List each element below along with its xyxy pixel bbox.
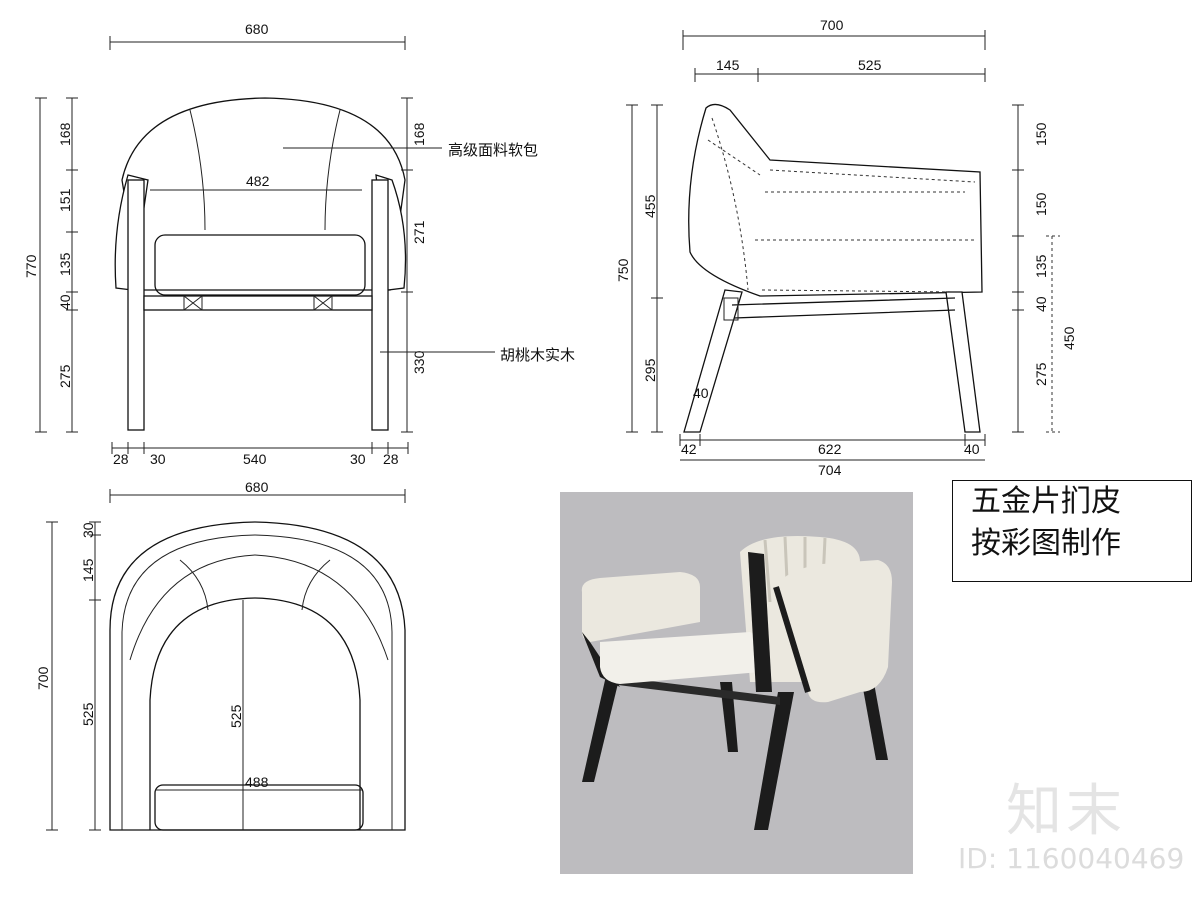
front-inner-width-label: 482 (246, 173, 270, 189)
top-left-dim-2: 145 (80, 558, 96, 582)
note-line-2: 按彩图制作 (971, 526, 1121, 561)
side-right-dim-4: 40 (1033, 296, 1049, 312)
side-width-label: 700 (820, 17, 844, 33)
top-inner-height-label: 525 (228, 704, 244, 728)
side-right-dim-3: 135 (1033, 254, 1049, 278)
front-left-dim-3: 135 (57, 252, 73, 276)
side-height-label: 750 (615, 258, 631, 282)
side-bottom-dim-3: 40 (964, 441, 980, 457)
front-left-dim-2: 151 (57, 188, 73, 212)
chair-illustration (581, 536, 892, 830)
front-bottom-dim-4: 30 (350, 451, 366, 467)
note-box: 五金片扪皮 按彩图制作 (952, 480, 1192, 582)
note-line-1: 五金片扪皮 (971, 484, 1121, 519)
side-bottom-dim-1: 42 (681, 441, 697, 457)
top-height-label: 700 (35, 666, 51, 690)
side-top-dim-2: 525 (858, 57, 882, 73)
side-top-dim-1: 145 (716, 57, 740, 73)
front-bottom-dim-2: 30 (150, 451, 166, 467)
watermark-id: ID: 1160040469 (958, 842, 1185, 875)
front-right-dim-3: 330 (411, 350, 427, 374)
side-right-overall: 450 (1061, 326, 1077, 350)
side-view: 700 145 525 750 455 295 40 150 150 135 4… (615, 17, 1077, 478)
side-bottom-dim-2: 622 (818, 441, 842, 457)
side-left-dim-2: 295 (642, 358, 658, 382)
top-left-dim-3: 525 (80, 702, 96, 726)
front-height-label: 770 (23, 254, 39, 278)
side-left-dim-1: 455 (642, 194, 658, 218)
watermark-logo: 知末 (1006, 779, 1126, 844)
front-left-dim-1: 168 (57, 122, 73, 146)
chair-render-photo (560, 492, 913, 874)
side-depth-label: 704 (818, 462, 842, 478)
front-view: 680 482 770 168 151 135 40 275 168 271 3… (23, 21, 575, 467)
front-bottom-dim-3: 540 (243, 451, 267, 467)
front-left-dim-5: 275 (57, 364, 73, 388)
front-bottom-dim-1: 28 (113, 451, 129, 467)
front-width-label: 680 (245, 21, 269, 37)
top-inner-width-label: 488 (245, 774, 269, 790)
top-width-label: 680 (245, 479, 269, 495)
top-left-dim-1: 30 (80, 522, 96, 538)
side-leg-dim: 40 (693, 385, 709, 401)
fabric-label: 高级面料软包 (448, 141, 538, 159)
front-left-dim-4: 40 (57, 294, 73, 310)
front-right-dim-1: 168 (411, 122, 427, 146)
front-right-dim-2: 271 (411, 220, 427, 244)
wood-label: 胡桃木实木 (500, 346, 575, 364)
side-right-dim-2: 150 (1033, 192, 1049, 216)
side-right-dim-1: 150 (1033, 122, 1049, 146)
front-bottom-dim-5: 28 (383, 451, 399, 467)
top-view: 680 700 30 145 525 525 488 (35, 479, 406, 831)
side-right-dim-5: 275 (1033, 362, 1049, 386)
